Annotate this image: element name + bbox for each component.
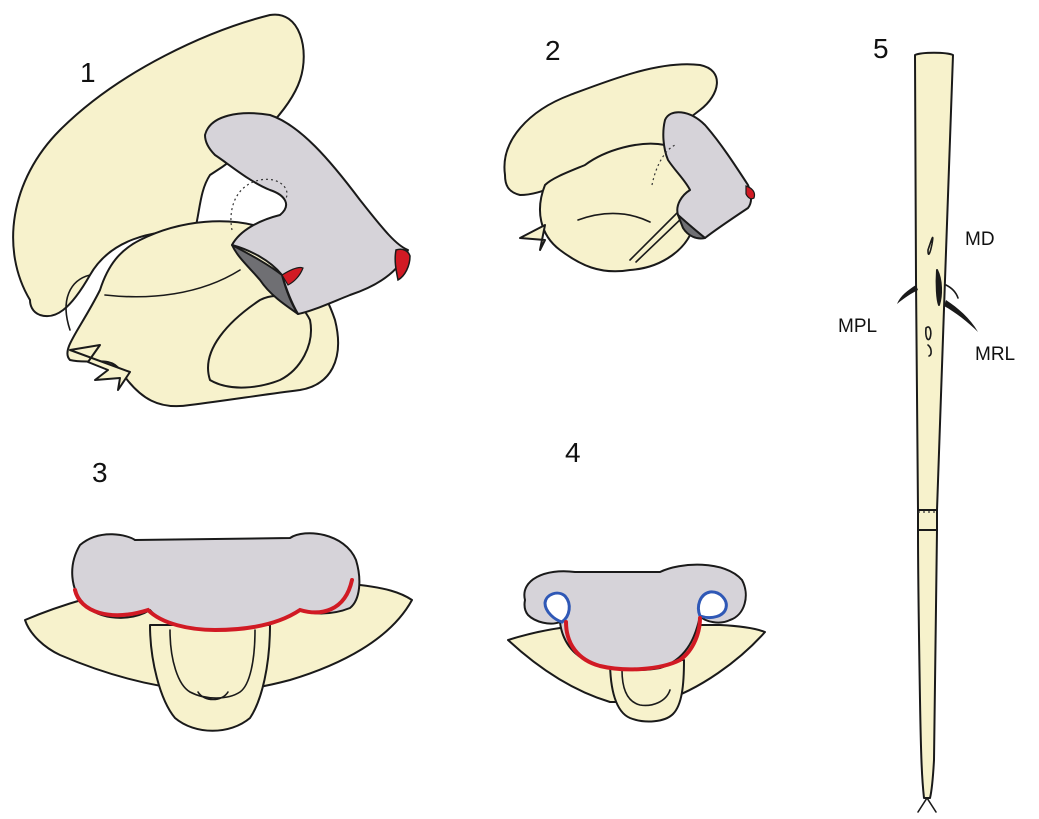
fig4-right-notch — [698, 592, 726, 618]
fig5-seta-mpl — [897, 285, 918, 304]
fig5-rod-joint — [918, 510, 937, 530]
fig5-rod-upper — [915, 53, 953, 510]
figure-1-number: 1 — [80, 57, 96, 88]
label-mpl: MPL — [838, 316, 877, 337]
fig5-rod-lower — [918, 530, 937, 798]
figure-5-number: 5 — [873, 33, 889, 64]
figure-3-number: 3 — [92, 457, 108, 488]
figure-4-number: 4 — [565, 437, 581, 468]
label-mrl: MRL — [975, 344, 1015, 365]
fig2-side-flap — [520, 225, 545, 250]
fig3-stalk — [150, 625, 270, 731]
figure-5-drawing — [897, 53, 978, 812]
figure-4-drawing — [508, 565, 765, 722]
figure-3-drawing — [25, 533, 412, 731]
fig5-seta-right-small — [946, 285, 958, 298]
figure-2-drawing — [504, 64, 754, 271]
fig5-seta-mrl — [944, 300, 978, 332]
label-md: MD — [965, 229, 995, 250]
figure-1-drawing — [13, 15, 410, 407]
fig1-red-tip — [395, 249, 410, 280]
figure-2-number: 2 — [545, 35, 561, 66]
fig5-fork — [918, 798, 936, 812]
fig2-red-tip — [746, 186, 755, 199]
